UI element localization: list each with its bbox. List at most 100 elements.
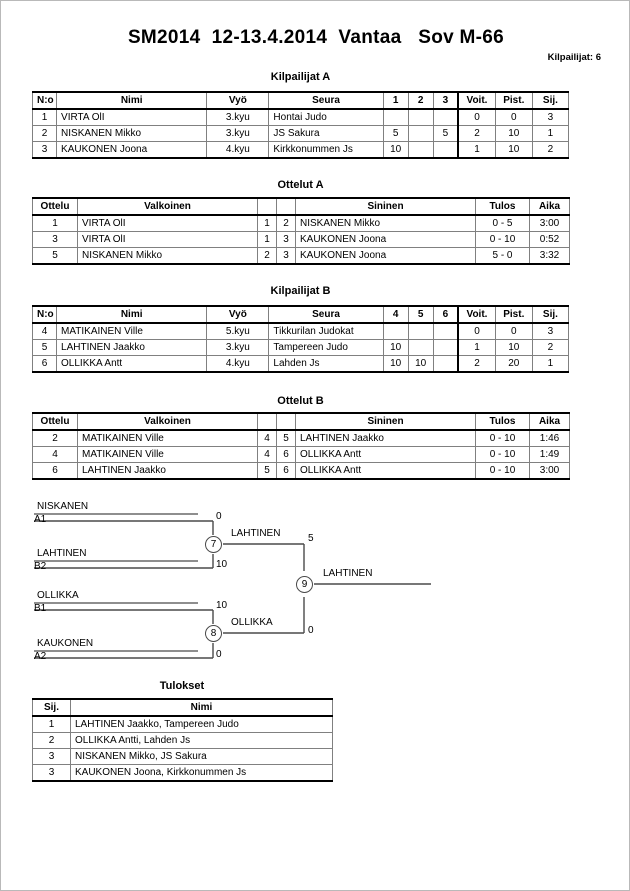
cell-m6 xyxy=(432,339,459,356)
caption-pool-a: Kilpailijat A xyxy=(270,71,331,83)
cell-no: 3 xyxy=(31,141,58,159)
cell-m3 xyxy=(432,141,459,159)
cell-m5 xyxy=(407,322,434,340)
cell-white-no: 1 xyxy=(257,231,277,248)
cell-pist: 20 xyxy=(494,355,533,373)
table-row: 3 NISKANEN Mikko, JS Sakura xyxy=(32,748,333,765)
bracket-node-score: 0 xyxy=(308,625,314,636)
cell-blue-no: 5 xyxy=(276,429,296,447)
caption-matches-b: Ottelut B xyxy=(277,395,324,407)
cell-ottelu: 1 xyxy=(32,214,78,232)
cell-nimi: OLLIKKA Antt xyxy=(56,355,208,373)
col-vyo: Vyö xyxy=(206,91,270,110)
cell-sij: 2 xyxy=(531,141,570,159)
col-aika: Aika xyxy=(529,412,570,431)
cell-vyo: 4.kyu xyxy=(206,141,270,159)
cell-white-no: 4 xyxy=(257,429,277,447)
cell-m4: 10 xyxy=(382,339,409,356)
cell-sij: 3 xyxy=(32,764,71,782)
bracket-entrant-seed: B1 xyxy=(34,603,47,614)
cell-ottelu: 3 xyxy=(32,231,78,248)
col-pist: Pist. xyxy=(494,305,533,324)
table-results: Sij. Nimi 1 LAHTINEN Jaakko, Tampereen J… xyxy=(32,698,333,782)
cell-aika: 3:00 xyxy=(529,214,570,232)
cell-aika: 3:00 xyxy=(529,462,570,480)
cell-pist: 10 xyxy=(494,141,533,159)
table-row: 6 LAHTINEN Jaakko 5 6 OLLIKKA Antt 0 - 1… xyxy=(32,462,570,480)
caption-results: Tulokset xyxy=(159,680,205,692)
cell-valkoinen: VIRTA OlI xyxy=(77,214,258,232)
col-seura: Seura xyxy=(268,305,384,324)
cell-m3 xyxy=(432,108,459,126)
col-m6: 6 xyxy=(432,305,459,324)
cell-tulos: 0 - 10 xyxy=(475,446,530,463)
bracket-node-9[interactable]: 9 xyxy=(296,576,313,593)
bracket-entrant-name: NISKANEN xyxy=(37,501,89,512)
table-row: 2 OLLIKKA Antti, Lahden Js xyxy=(32,732,333,749)
cell-ottelu: 5 xyxy=(32,247,78,265)
cell-voit: 0 xyxy=(457,108,496,126)
col-tulos: Tulos xyxy=(475,412,530,431)
col-pist: Pist. xyxy=(494,91,533,110)
table-row: 4 MATIKAINEN Ville 5.kyu Tikkurilan Judo… xyxy=(31,322,570,340)
col-sininen: Sininen xyxy=(295,197,476,216)
col-white-no xyxy=(257,197,277,216)
cell-vyo: 3.kyu xyxy=(206,125,270,142)
bracket-node-8[interactable]: 8 xyxy=(205,625,222,642)
table-row: 6 OLLIKKA Antt 4.kyu Lahden Js 10 10 2 2… xyxy=(31,355,570,373)
cell-nimi: VIRTA OlI xyxy=(56,108,208,126)
col-sij: Sij. xyxy=(531,305,570,324)
cell-pist: 0 xyxy=(494,108,533,126)
cell-sij: 3 xyxy=(32,748,71,765)
cell-nimi: MATIKAINEN Ville xyxy=(56,322,208,340)
cell-m1: 5 xyxy=(382,125,409,142)
cell-pist: 10 xyxy=(494,125,533,142)
cell-seura: Lahden Js xyxy=(268,355,384,373)
table-matches-a: Ottelu Valkoinen Sininen Tulos Aika 1 VI… xyxy=(32,197,570,265)
cell-m6 xyxy=(432,355,459,373)
cell-sininen: NISKANEN Mikko xyxy=(295,214,476,232)
col-blue-no xyxy=(276,412,296,431)
cell-m5 xyxy=(407,339,434,356)
col-sij: Sij. xyxy=(531,91,570,110)
table-header-row: N:o Nimi Vyö Seura 4 5 6 Voit. Pist. Sij… xyxy=(31,305,570,324)
bracket-entrant-score: 10 xyxy=(216,600,228,611)
cell-ottelu: 4 xyxy=(32,446,78,463)
cell-voit: 0 xyxy=(457,322,496,340)
table-row: 5 LAHTINEN Jaakko 3.kyu Tampereen Judo 1… xyxy=(31,339,570,356)
cell-sij: 2 xyxy=(32,732,71,749)
cell-white-no: 2 xyxy=(257,247,277,265)
cell-no: 5 xyxy=(31,339,58,356)
cell-vyo: 3.kyu xyxy=(206,108,270,126)
cell-seura: Hontai Judo xyxy=(268,108,384,126)
col-no: N:o xyxy=(31,305,58,324)
cell-aika: 1:46 xyxy=(529,429,570,447)
cell-sij: 1 xyxy=(32,715,71,733)
cell-seura: Tampereen Judo xyxy=(268,339,384,356)
cell-valkoinen: NISKANEN Mikko xyxy=(77,247,258,265)
table-row: 1 VIRTA OlI 3.kyu Hontai Judo 0 0 3 xyxy=(31,108,570,126)
cell-voit: 2 xyxy=(457,355,496,373)
cell-m1 xyxy=(382,108,409,126)
bracket-entrant-name: KAUKONEN xyxy=(37,638,94,649)
col-m3: 3 xyxy=(432,91,459,110)
cell-seura: Kirkkonummen Js xyxy=(268,141,384,159)
bracket-node-7[interactable]: 7 xyxy=(205,536,222,553)
col-no: N:o xyxy=(31,91,58,110)
cell-nimi: KAUKONEN Joona xyxy=(56,141,208,159)
table-row: 5 NISKANEN Mikko 2 3 KAUKONEN Joona 5 - … xyxy=(32,247,570,265)
cell-vyo: 4.kyu xyxy=(206,355,270,373)
cell-m1: 10 xyxy=(382,141,409,159)
cell-nimi: LAHTINEN Jaakko xyxy=(56,339,208,356)
col-voit: Voit. xyxy=(457,305,496,324)
col-m1: 1 xyxy=(382,91,409,110)
col-ottelu: Ottelu xyxy=(32,197,78,216)
bracket-node-score: 5 xyxy=(308,533,314,544)
cell-m3: 5 xyxy=(432,125,459,142)
page-title: SM2014 12-13.4.2014 Vantaa Sov M-66 xyxy=(127,27,505,48)
table-header-row: Ottelu Valkoinen Sininen Tulos Aika xyxy=(32,197,570,216)
cell-no: 2 xyxy=(31,125,58,142)
table-row: 1 VIRTA OlI 1 2 NISKANEN Mikko 0 - 5 3:0… xyxy=(32,214,570,232)
cell-aika: 0:52 xyxy=(529,231,570,248)
bracket-entrant-seed: A1 xyxy=(34,514,47,525)
